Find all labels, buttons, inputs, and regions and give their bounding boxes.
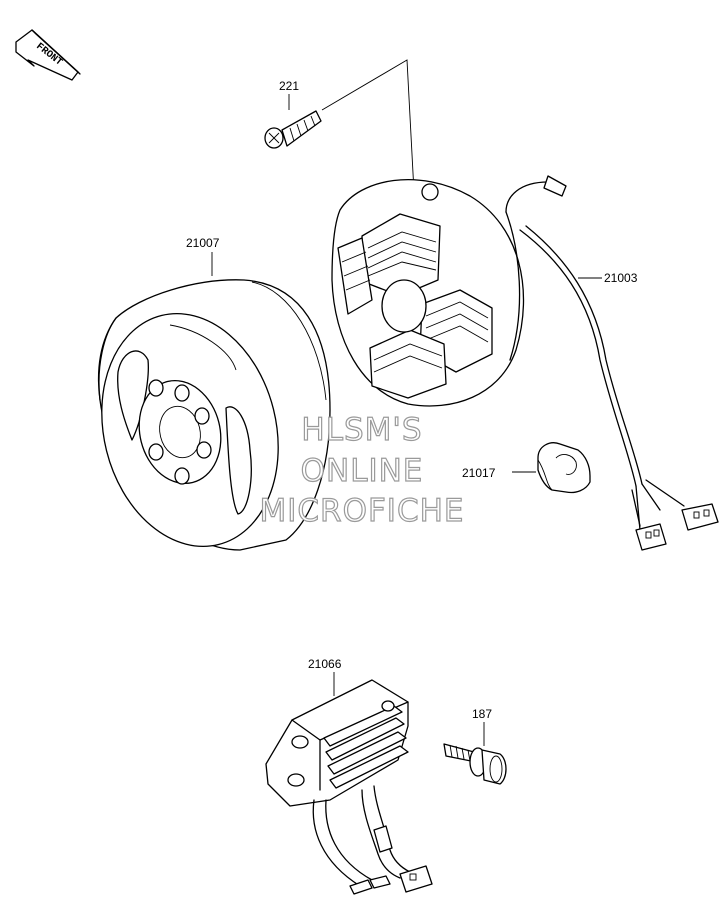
watermark-line1: HLSM'S <box>301 412 422 448</box>
flywheel-rotor-21007[interactable] <box>78 279 331 565</box>
grommet-21017[interactable] <box>537 442 591 494</box>
watermark: HLSM'S ONLINE MICROFICHE <box>259 411 465 529</box>
part-label-221: 221 <box>279 79 299 93</box>
leader-221-bracket <box>321 59 415 193</box>
flange-bolt-187[interactable] <box>443 743 507 785</box>
stator-assembly-21003[interactable] <box>331 175 719 551</box>
part-label-21066: 21066 <box>308 657 342 671</box>
part-label-21007: 21007 <box>186 236 220 250</box>
part-label-187: 187 <box>472 707 492 721</box>
screw-221[interactable] <box>264 110 322 149</box>
regulator-rectifier-21066[interactable] <box>265 679 433 895</box>
watermark-line2: ONLINE <box>301 453 424 489</box>
part-label-21017: 21017 <box>462 466 496 480</box>
front-arrow-icon: FRONT <box>15 29 81 81</box>
part-label-21003: 21003 <box>604 271 638 285</box>
watermark-line3: MICROFICHE <box>260 493 465 529</box>
